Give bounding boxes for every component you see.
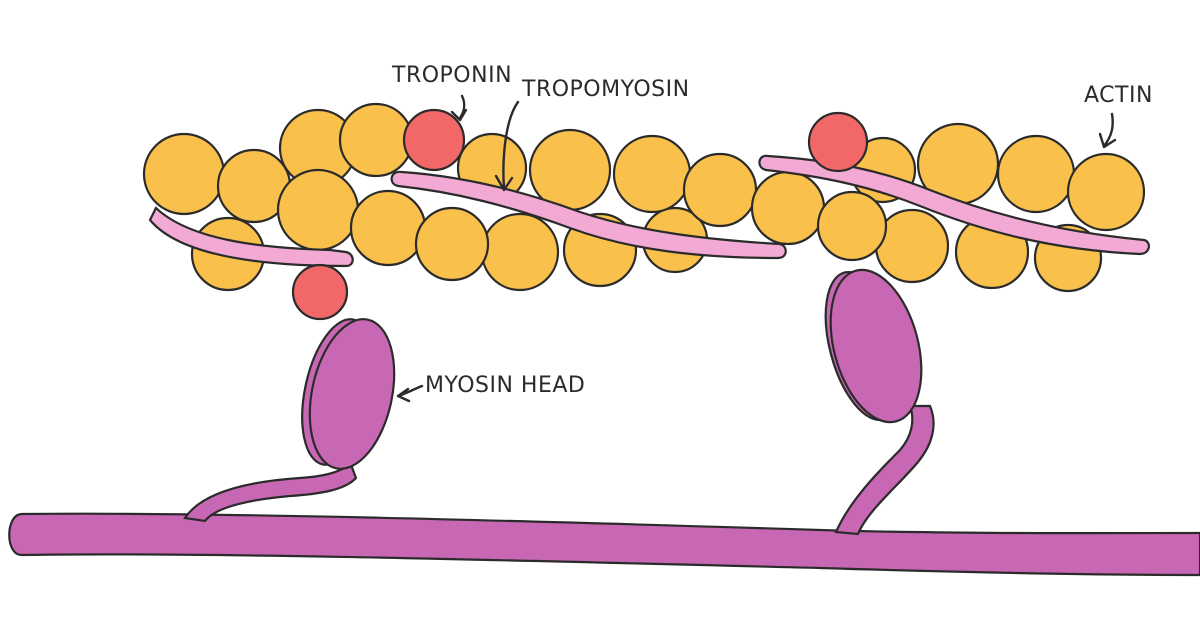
myosin-thick-filament: [8, 512, 1200, 577]
actin-bead: [996, 134, 1076, 214]
tropomyosin-strand-right: [758, 154, 1150, 256]
label-troponin: TROPONIN: [391, 63, 512, 88]
myosin-neck-right: [834, 404, 935, 536]
label-tropomyosin: TROPOMYOSIN: [521, 77, 690, 102]
actin-bead: [816, 190, 888, 262]
myosin-heads: [301, 268, 923, 470]
myosin-neck-left: [183, 459, 358, 523]
troponin-bead: [807, 111, 869, 173]
myosin-head-left: [301, 318, 396, 470]
actin-bead: [1066, 152, 1146, 232]
troponin-bead: [402, 108, 466, 172]
actin-bead: [276, 168, 360, 252]
troponin-complexes: [291, 108, 869, 321]
actin-bead: [480, 212, 560, 292]
actin-bead: [338, 102, 414, 178]
tropomyosin-strands: [148, 154, 1150, 268]
pointer-myosin-head: [396, 384, 424, 403]
tropomyosin-strand-left: [148, 206, 354, 268]
tropomyosin-strand-middle: [390, 170, 787, 260]
pointer-troponin: [450, 94, 468, 122]
actin-bead: [612, 134, 692, 214]
actin-bead: [750, 170, 826, 246]
label-actin: ACTIN: [1084, 83, 1153, 108]
actin-bead: [682, 152, 758, 228]
label-myosin-head: MYOSIN HEAD: [425, 373, 585, 398]
actin-bead: [349, 189, 427, 267]
myosin-filament: [8, 404, 1200, 577]
troponin-bead: [291, 263, 349, 321]
myosin-head-right: [824, 268, 923, 424]
actin-bead: [414, 206, 490, 282]
actin-bead: [142, 132, 226, 216]
labels: TROPONIN TROPOMYOSIN ACTIN MYOSIN HEAD: [391, 63, 1153, 403]
actin-bead: [874, 208, 950, 284]
pointer-actin: [1098, 112, 1117, 149]
pointer-tropomyosin: [494, 100, 520, 192]
